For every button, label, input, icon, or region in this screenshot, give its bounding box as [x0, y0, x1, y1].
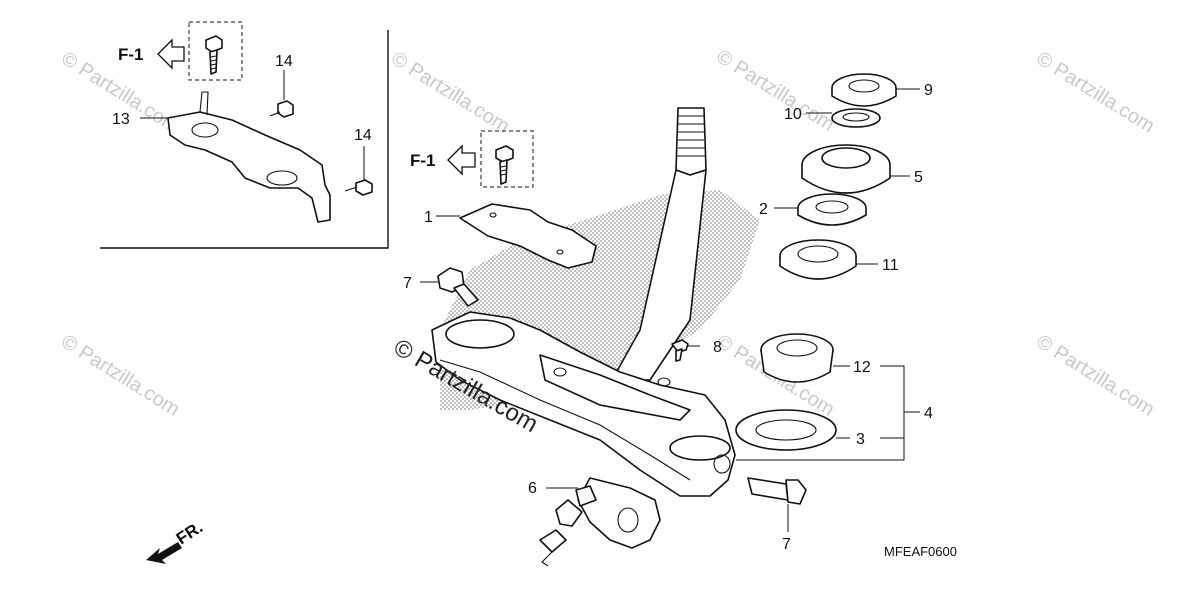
dust-seal-2	[797, 193, 867, 226]
callout-9: 9	[924, 82, 933, 99]
callout-4: 4	[924, 405, 933, 422]
key-icon	[539, 529, 567, 553]
callout-labels: 13 14 14 1 7 8 6 7 9 10 5 2 11 12 3 4	[112, 53, 933, 553]
callout-14: 14	[275, 53, 293, 70]
watermark-text: © Partzilla.com	[1032, 331, 1158, 421]
arrow-left-icon	[447, 144, 476, 176]
bolt-reference-box	[480, 130, 534, 188]
bolt-icon	[205, 35, 223, 75]
f1-label: F-1	[410, 151, 436, 170]
adjusting-nut-5	[801, 144, 891, 194]
callout-5: 5	[914, 169, 923, 186]
nut-14-right	[344, 179, 373, 196]
callout-6: 6	[528, 480, 537, 497]
steering-stem	[611, 107, 707, 381]
lock-washer-10	[831, 108, 881, 128]
leader-lines	[140, 70, 920, 532]
watermark-text: © Partzilla.com	[387, 48, 513, 138]
callout-3: 3	[856, 431, 865, 448]
f1-reference-top: F-1	[118, 38, 185, 70]
bolt-icon	[495, 145, 514, 185]
bolt-7-left	[437, 267, 479, 307]
nut-14-top	[269, 100, 294, 118]
arrow-left-icon	[157, 38, 185, 70]
bracket-13	[167, 91, 331, 223]
callout-7: 7	[782, 536, 791, 553]
ignition-switch-6	[539, 477, 661, 567]
diagram-code: MFEAF0600	[884, 544, 957, 559]
key-icon	[555, 499, 583, 527]
f1-reference-center: F-1	[410, 144, 476, 176]
bearing-11	[779, 239, 857, 280]
callout-2: 2	[759, 201, 768, 218]
watermark-text: © Partzilla.com	[57, 331, 183, 421]
inner-race-12	[760, 333, 834, 383]
inset-frame	[100, 30, 389, 249]
f1-label: F-1	[118, 45, 144, 64]
watermark-text: © Partzilla.com	[712, 46, 838, 136]
callout-14: 14	[354, 127, 372, 144]
lower-triple-clamp	[431, 311, 736, 497]
callout-8: 8	[713, 339, 722, 356]
callout-1: 1	[424, 209, 433, 226]
callout-11: 11	[882, 257, 899, 274]
bolt-reference-box	[188, 21, 243, 81]
outer-race-3	[735, 409, 837, 451]
arrow-front-icon	[146, 542, 182, 564]
callout-7: 7	[403, 275, 412, 292]
watermark-text: © Partzilla.com	[1032, 48, 1158, 138]
front-direction-indicator: FR.	[146, 518, 206, 564]
lock-nut-9	[831, 73, 897, 107]
screw-8	[671, 339, 689, 362]
callout-12: 12	[853, 359, 871, 376]
bolt-7-right	[747, 477, 807, 505]
callout-10: 10	[784, 106, 802, 123]
callout-13: 13	[112, 111, 130, 128]
plate-1	[459, 203, 597, 269]
